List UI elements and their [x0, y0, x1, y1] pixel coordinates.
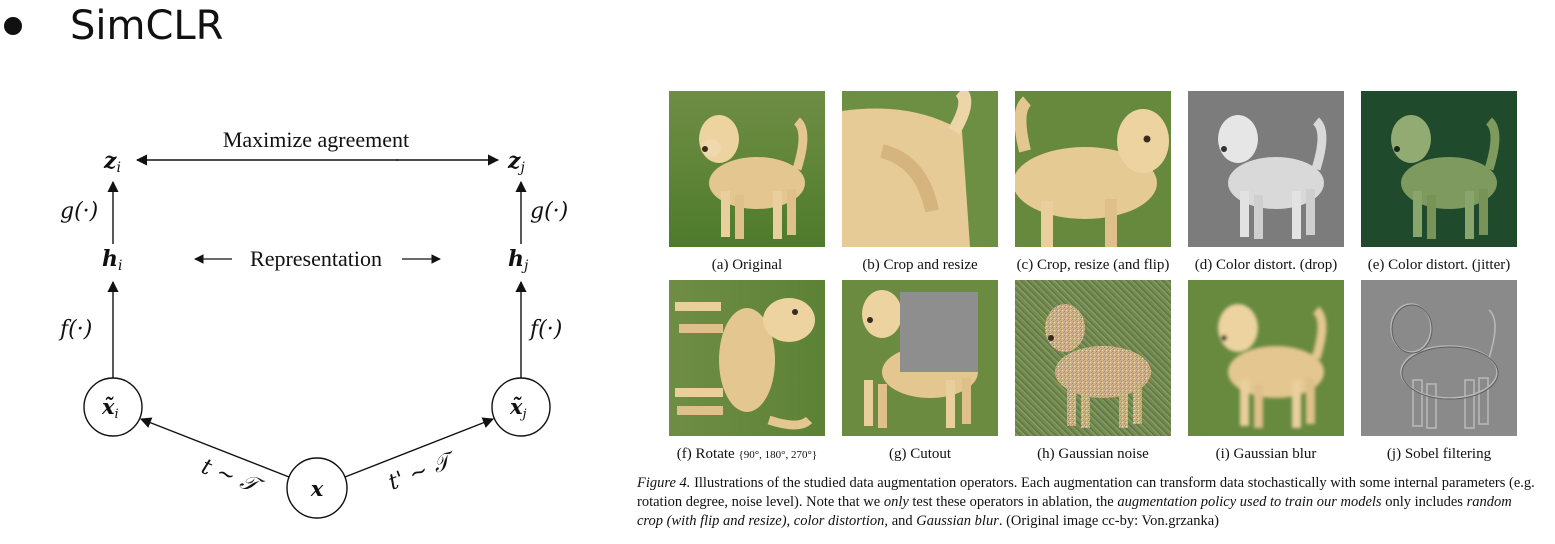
h-j-symbol: hj: [508, 246, 529, 274]
panel-a-image: [669, 91, 825, 247]
dog-flip-image: [1015, 96, 1169, 247]
t-left-label: t ∼ 𝒯: [198, 454, 268, 501]
panel-j-label: (j) Sobel filtering: [1386, 446, 1492, 462]
panel-g-label: (g) Cutout: [888, 446, 952, 462]
dog-sobel-image: [1390, 303, 1499, 429]
dog-jitter-image: [1391, 115, 1500, 239]
dog-crop-image: [842, 91, 972, 247]
x-symbol: x: [310, 476, 324, 501]
t-right-label: t' ∼ 𝒯: [385, 447, 461, 496]
t-arrow-right: [344, 417, 495, 478]
dog-blur-image: [1218, 304, 1327, 428]
x-node: [286, 457, 348, 519]
x-tilde-i-symbol: x̃i: [101, 394, 119, 422]
g-label-left: g(·): [60, 199, 98, 224]
panel-f-image: [669, 280, 825, 436]
x-tilde-j-symbol: x̃j: [509, 394, 527, 422]
slide-title: SimCLR: [0, 0, 223, 52]
t-arrow-left: [139, 417, 290, 478]
cutout-patch: [900, 292, 978, 372]
x-tilde-i-node: [83, 377, 143, 437]
panel-d-image: [1188, 91, 1344, 247]
z-j-symbol: zj: [507, 148, 526, 176]
panel-i-image: [1188, 280, 1344, 436]
panel-h-label: (h) Gaussian noise: [1037, 446, 1149, 462]
panel-b-image: [842, 91, 998, 247]
z-i-symbol: zi: [103, 148, 121, 176]
g-label-right: g(·): [530, 199, 568, 224]
dog-cutout-image: [862, 290, 978, 428]
dog-gray-image: [1218, 115, 1327, 239]
bullet-dot: [4, 17, 22, 35]
f-label-right: f(·): [528, 317, 562, 342]
panel-d-label: (d) Color distort. (drop): [1194, 257, 1338, 273]
panel-j-image: [1361, 280, 1517, 436]
representation-label: Representation: [250, 246, 382, 271]
simclr-diagram: Maximize agreement zi zj g(·) g(·) hi hj…: [58, 127, 568, 519]
panel-c-label: (c) Crop, resize (and flip): [1016, 257, 1170, 273]
panel-g-image: [842, 280, 998, 436]
agreement-label: Maximize agreement: [223, 127, 409, 152]
f-label-left: f(·): [58, 317, 92, 342]
panel-a-label: (a) Original: [711, 257, 783, 273]
panel-f-label: (f) Rotate {90°, 180°, 270°}: [676, 446, 818, 462]
dog-noise-image: [1045, 304, 1151, 428]
panel-c-image: [1015, 91, 1171, 247]
panel-e-label: (e) Color distort. (jitter): [1367, 257, 1511, 273]
x-tilde-j-node: [491, 377, 551, 437]
h-i-symbol: hi: [102, 246, 122, 274]
panel-e-image: [1361, 91, 1517, 247]
figure-caption: Figure 4. Illustrations of the studied d…: [637, 475, 1535, 529]
panel-i-label: (i) Gaussian blur: [1215, 446, 1317, 462]
panel-b-label: (b) Crop and resize: [862, 257, 978, 273]
dog-rotated-image: [675, 298, 815, 430]
dog-image: [699, 115, 808, 239]
panel-h-image: [1015, 280, 1171, 436]
slide-title-text: SimCLR: [70, 3, 224, 49]
